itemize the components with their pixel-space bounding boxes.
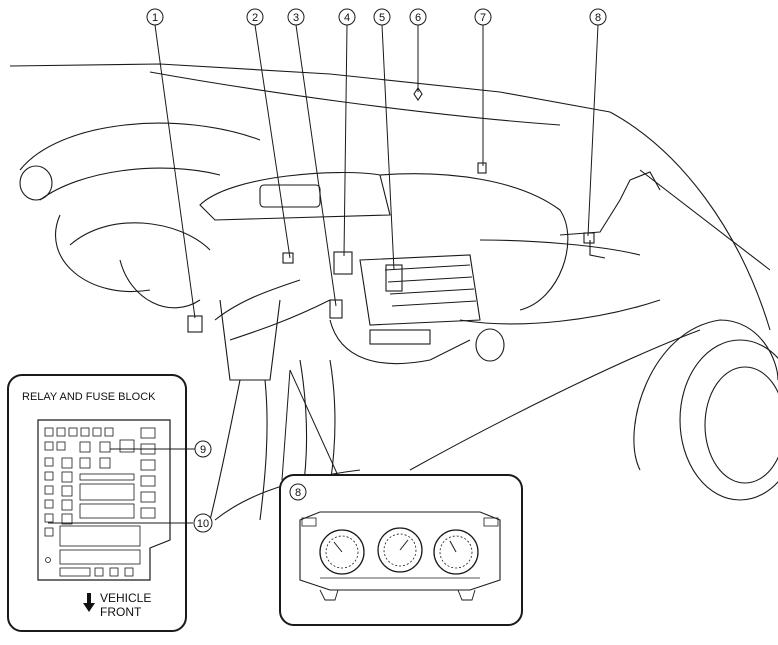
callout-9-label: 9: [200, 444, 206, 456]
callout-1: 1: [146, 8, 164, 26]
front-label: FRONT: [100, 605, 142, 619]
callout-markers: 1 2 3 4 5 6 7 8: [146, 8, 607, 26]
climate-callout-label: 8: [295, 487, 301, 499]
climate-control-inset: 8: [279, 474, 523, 626]
fan-dial-icon[interactable]: [377, 527, 423, 573]
dashboard-drawing: [9, 63, 778, 561]
relay-inset-title: RELAY AND FUSE BLOCK: [22, 391, 156, 403]
callout-8: 8: [589, 8, 607, 26]
callout-2: 2: [246, 8, 264, 26]
callout-leaders: [154, 24, 599, 481]
callout-3: 3: [287, 8, 305, 26]
callout-10-label: 10: [197, 518, 209, 530]
callout-9-marker: [194, 440, 212, 458]
callout-6-label: 6: [415, 12, 421, 24]
callout-3-label: 3: [293, 12, 299, 24]
callout-5: 5: [373, 8, 391, 26]
climate-callout-marker: [289, 483, 307, 501]
vehicle-label: VEHICLE: [100, 591, 151, 605]
mode-dial-icon[interactable]: [433, 529, 479, 575]
callout-4-label: 4: [344, 12, 350, 24]
callout-6: 6: [409, 8, 427, 26]
fuse-block-body: [37, 419, 171, 581]
callout-1-label: 1: [152, 12, 158, 24]
callout-5-label: 5: [379, 12, 385, 24]
callout-10-marker: [193, 513, 213, 533]
callout-2-label: 2: [252, 12, 258, 24]
callout-8-label: 8: [595, 12, 601, 24]
down-arrow-icon: [83, 593, 95, 612]
temperature-dial-icon[interactable]: [319, 529, 365, 575]
callout-4: 4: [338, 8, 356, 26]
callout-7-label: 7: [480, 12, 486, 24]
fuse-grid: [44, 427, 156, 577]
relay-fuse-block-inset: RELAY AND FUSE BLOCK 9 10 VEHICLE: [7, 374, 213, 632]
climate-panel-outline: [299, 511, 501, 591]
callout-7: 7: [474, 8, 492, 26]
